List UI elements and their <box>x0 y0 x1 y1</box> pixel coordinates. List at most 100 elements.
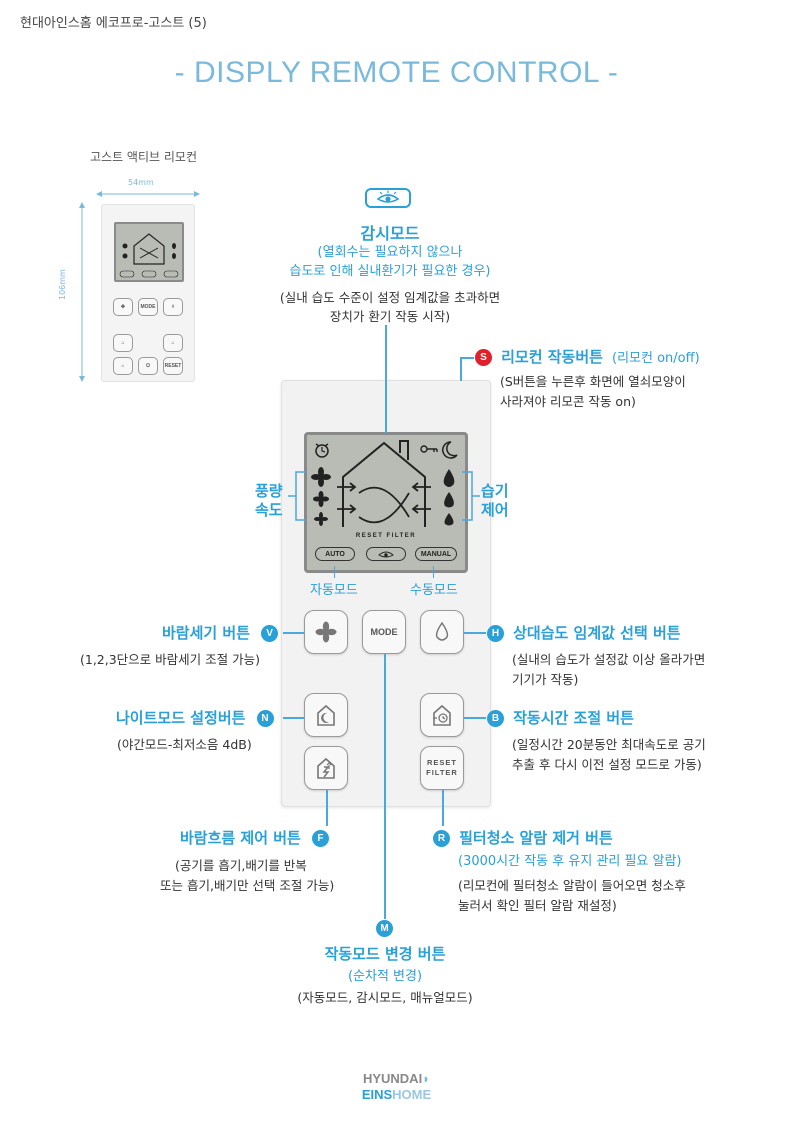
boost-badge: B <box>487 710 504 727</box>
small-remote-caption: 고스트 액티브 리모컨 <box>90 150 197 164</box>
remote-on-heading: 리모컨 작동버튼 <box>501 348 603 366</box>
mode-badge-wrap: M <box>376 918 393 937</box>
filter-badge: R <box>433 830 450 847</box>
mode-sub: (순차적 변경) <box>347 969 423 984</box>
filter-heading: 필터청소 알람 제거 버튼 <box>459 829 613 847</box>
humidity-btn-heading: 상대습도 임계값 선택 버튼 <box>513 624 681 642</box>
small-mode-button: MODE <box>138 298 158 316</box>
filter-text: FILTER <box>426 768 458 777</box>
small-lcd-house-icon <box>119 233 179 278</box>
alarm-clock-icon <box>315 443 329 458</box>
wind-badge: V <box>261 625 279 642</box>
width-dimension-arrow <box>96 191 200 197</box>
mode-badge: M <box>376 920 393 937</box>
fan-icon <box>315 621 337 643</box>
night-heading: 나이트모드 설정버튼 <box>116 709 246 727</box>
remote-lcd: RESET FILTER AUTO MANUAL <box>304 432 468 573</box>
mode-heading: 작동모드 변경 버튼 <box>324 945 446 963</box>
lcd-eye-icon <box>378 551 394 558</box>
wind-note: (1,2,3단으로 바람세기 조절 가능) <box>80 652 260 667</box>
lcd-graphics <box>311 440 458 527</box>
house-clock-icon <box>433 704 451 726</box>
mode-button[interactable]: MODE <box>362 610 406 654</box>
night-connector <box>283 717 304 719</box>
flow-note-2: 또는 흡기,배기만 선택 조절 가능) <box>160 878 335 893</box>
filter-connector <box>442 790 444 826</box>
night-row: 나이트모드 설정버튼 N <box>116 707 274 728</box>
boost-timer-button[interactable] <box>420 693 464 737</box>
house-moon-icon <box>317 704 335 726</box>
filter-row: R 필터청소 알람 제거 버튼 <box>433 827 613 848</box>
remote-on-sub: (리모컨 on/off) <box>612 351 700 366</box>
filter-note-2: 눌러서 확인 필터 알람 재설정) <box>458 898 617 913</box>
page-header: 현대아인스홈 에코프로-고스트 (5) <box>20 16 207 31</box>
fan-speed-label-1: 풍량 <box>255 482 283 500</box>
monitor-mode-note-1: (실내 습도 수준이 설정 임계값을 초과하면 <box>279 290 501 305</box>
boost-note-2: 추출 후 다시 이전 설정 모드로 가동) <box>512 757 702 772</box>
monitor-mode-note-2: 장치가 환기 작동 시작) <box>329 309 451 324</box>
manual-mode-label: 수동모드 <box>410 583 458 598</box>
mode-connector-line <box>384 654 386 919</box>
flow-note-1: (공기를 흡기,배기를 반복 <box>175 858 307 873</box>
humidity-btn-row: H 상대습도 임계값 선택 버튼 <box>487 622 681 643</box>
small-fan-button: ✤ <box>113 298 133 316</box>
boost-heading: 작동시간 조절 버튼 <box>513 709 634 727</box>
logo-einshome: EINSHOME <box>361 1087 432 1102</box>
lcd-auto-indicator: AUTO <box>315 547 355 561</box>
humidity-label-1: 습기 <box>481 482 509 500</box>
filter-note-1: (리모컨에 필터청소 알람이 들어오면 청소후 <box>458 878 686 893</box>
flow-connector <box>326 790 328 826</box>
flow-heading: 바람흐름 제어 버튼 <box>180 829 301 847</box>
remote-on-row: S 리모컨 작동버튼 (리모컨 on/off) <box>475 346 700 367</box>
auto-mode-label: 자동모드 <box>310 583 358 598</box>
monitor-mode-sub-2: 습도로 인해 실내환기가 필요한 경우) <box>289 264 491 279</box>
monitor-mode-sub-1: (열회수는 필요하지 않으나 <box>317 245 463 260</box>
height-dimension-arrow <box>79 202 85 382</box>
lcd-manual-indicator: MANUAL <box>415 547 457 561</box>
small-power-button: ⏻ <box>138 357 158 375</box>
remote-on-connector-v <box>460 357 462 381</box>
lcd-monitor-indicator <box>366 547 406 561</box>
house-arrows-icon <box>317 757 335 779</box>
small-night-button: ⌂ <box>113 334 133 352</box>
wind-row: 바람세기 버튼 V <box>162 622 279 643</box>
humidity-threshold-button[interactable] <box>420 610 464 654</box>
humidity-btn-badge: H <box>487 625 504 642</box>
monitor-mode-icon <box>365 188 411 208</box>
lcd-reset-filter-text: RESET FILTER <box>355 533 417 539</box>
air-flow-button[interactable] <box>304 746 348 790</box>
fan-speed-label-2: 속도 <box>255 501 283 519</box>
night-note: (야간모드-최저소음 4dB) <box>117 737 252 752</box>
height-dimension-label: 106mm <box>58 269 67 300</box>
remote-on-badge: S <box>475 349 492 366</box>
remote-on-note-1: (S버튼을 누른후 화면에 열쇠모양이 <box>500 374 686 389</box>
humidity-bracket <box>462 471 480 521</box>
small-reset-button: RESET <box>163 357 183 375</box>
fan-speed-icons <box>311 467 331 526</box>
boost-note-1: (일정시간 20분동안 최대속도로 공기 <box>512 737 706 752</box>
wind-heading: 바람세기 버튼 <box>162 624 251 642</box>
wind-connector <box>283 632 304 634</box>
water-drop-icon <box>435 621 449 641</box>
reset-text: RESET <box>426 758 457 767</box>
mode-note: (자동모드, 감시모드, 매뉴얼모드) <box>297 990 473 1005</box>
humidity-drop-icons <box>443 469 455 526</box>
reset-filter-button[interactable]: RESET FILTER <box>420 746 464 790</box>
width-dimension-label: 54mm <box>128 178 154 187</box>
boost-connector <box>464 717 486 719</box>
remote-on-note-2: 사라져야 리모콘 작동 on) <box>500 394 636 409</box>
page-title: - DISPLY REMOTE CONTROL - <box>174 56 619 89</box>
wind-speed-button[interactable] <box>304 610 348 654</box>
night-mode-button[interactable] <box>304 693 348 737</box>
flow-badge: F <box>311 830 329 847</box>
small-flow-button: ⌂ <box>113 357 133 375</box>
filter-sub: (3000시간 작동 후 유지 관리 필요 알람) <box>458 854 682 869</box>
key-moon-icon <box>420 441 458 459</box>
logo-hyundai: HYUNDAI◗ <box>362 1071 431 1086</box>
flow-row: 바람흐름 제어 버튼 F <box>180 827 329 848</box>
humidity-btn-note-2: 기기가 작동) <box>512 672 579 687</box>
remote-on-connector-h <box>460 357 474 359</box>
monitor-connector-line <box>385 325 387 433</box>
night-badge: N <box>256 710 274 727</box>
small-humidity-button: ◊ <box>163 298 183 316</box>
